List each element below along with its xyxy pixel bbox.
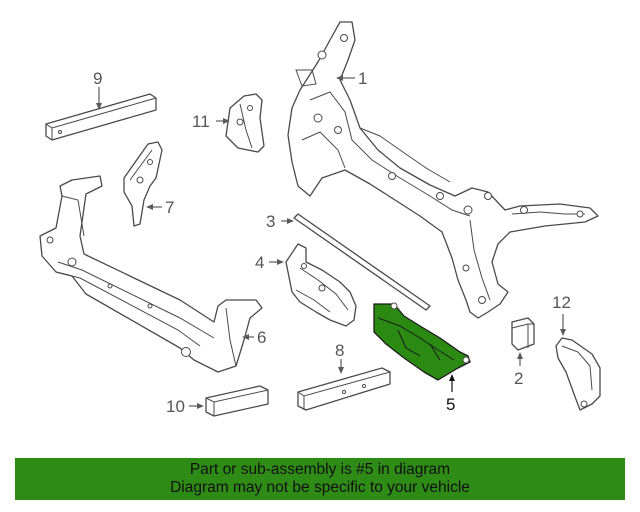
callout-9[interactable]: 9: [93, 69, 102, 88]
callout-7[interactable]: 7: [165, 198, 174, 217]
callout-leaders: [96, 75, 566, 409]
callout-3[interactable]: 3: [266, 212, 275, 231]
part-7-bracket[interactable]: [123, 141, 163, 227]
parts-diagram: 1 9 11 7 3 4 6 5 2 12 8 10: [39, 21, 601, 417]
callout-11[interactable]: 11: [192, 112, 210, 131]
banner-line-part-number: Part or sub-assembly is #5 in diagram: [189, 461, 451, 478]
callout-4[interactable]: 4: [255, 253, 264, 272]
callout-5[interactable]: 5: [446, 395, 455, 414]
part-5-highlighted-bracket[interactable]: [373, 302, 471, 381]
part-4-bracket[interactable]: [285, 243, 357, 327]
banner-line-disclaimer: Diagram may not be specific to your vehi…: [170, 479, 470, 496]
callout-2[interactable]: 2: [514, 369, 523, 388]
part-11-bracket[interactable]: [225, 93, 265, 153]
part-8-bar[interactable]: [297, 367, 391, 411]
part-2-block[interactable]: [511, 317, 535, 351]
part-info-banner: Part or sub-assembly is #5 in diagram Di…: [15, 458, 625, 500]
callout-1[interactable]: 1: [358, 69, 367, 88]
part-6-lower-support[interactable]: [39, 175, 263, 373]
callout-8[interactable]: 8: [335, 341, 344, 360]
part-9-bar[interactable]: [45, 93, 157, 141]
part-3-rod[interactable]: [293, 213, 431, 311]
callout-10[interactable]: 10: [166, 397, 185, 416]
callout-12[interactable]: 12: [552, 293, 571, 312]
callout-6[interactable]: 6: [257, 328, 266, 347]
part-12-deflector[interactable]: [555, 337, 601, 411]
part-1-radiator-support[interactable]: [287, 21, 599, 319]
part-10-block[interactable]: [205, 385, 269, 417]
callout-numbers: 1 9 11 7 3 4 6 5 2 12 8 10: [93, 69, 571, 416]
